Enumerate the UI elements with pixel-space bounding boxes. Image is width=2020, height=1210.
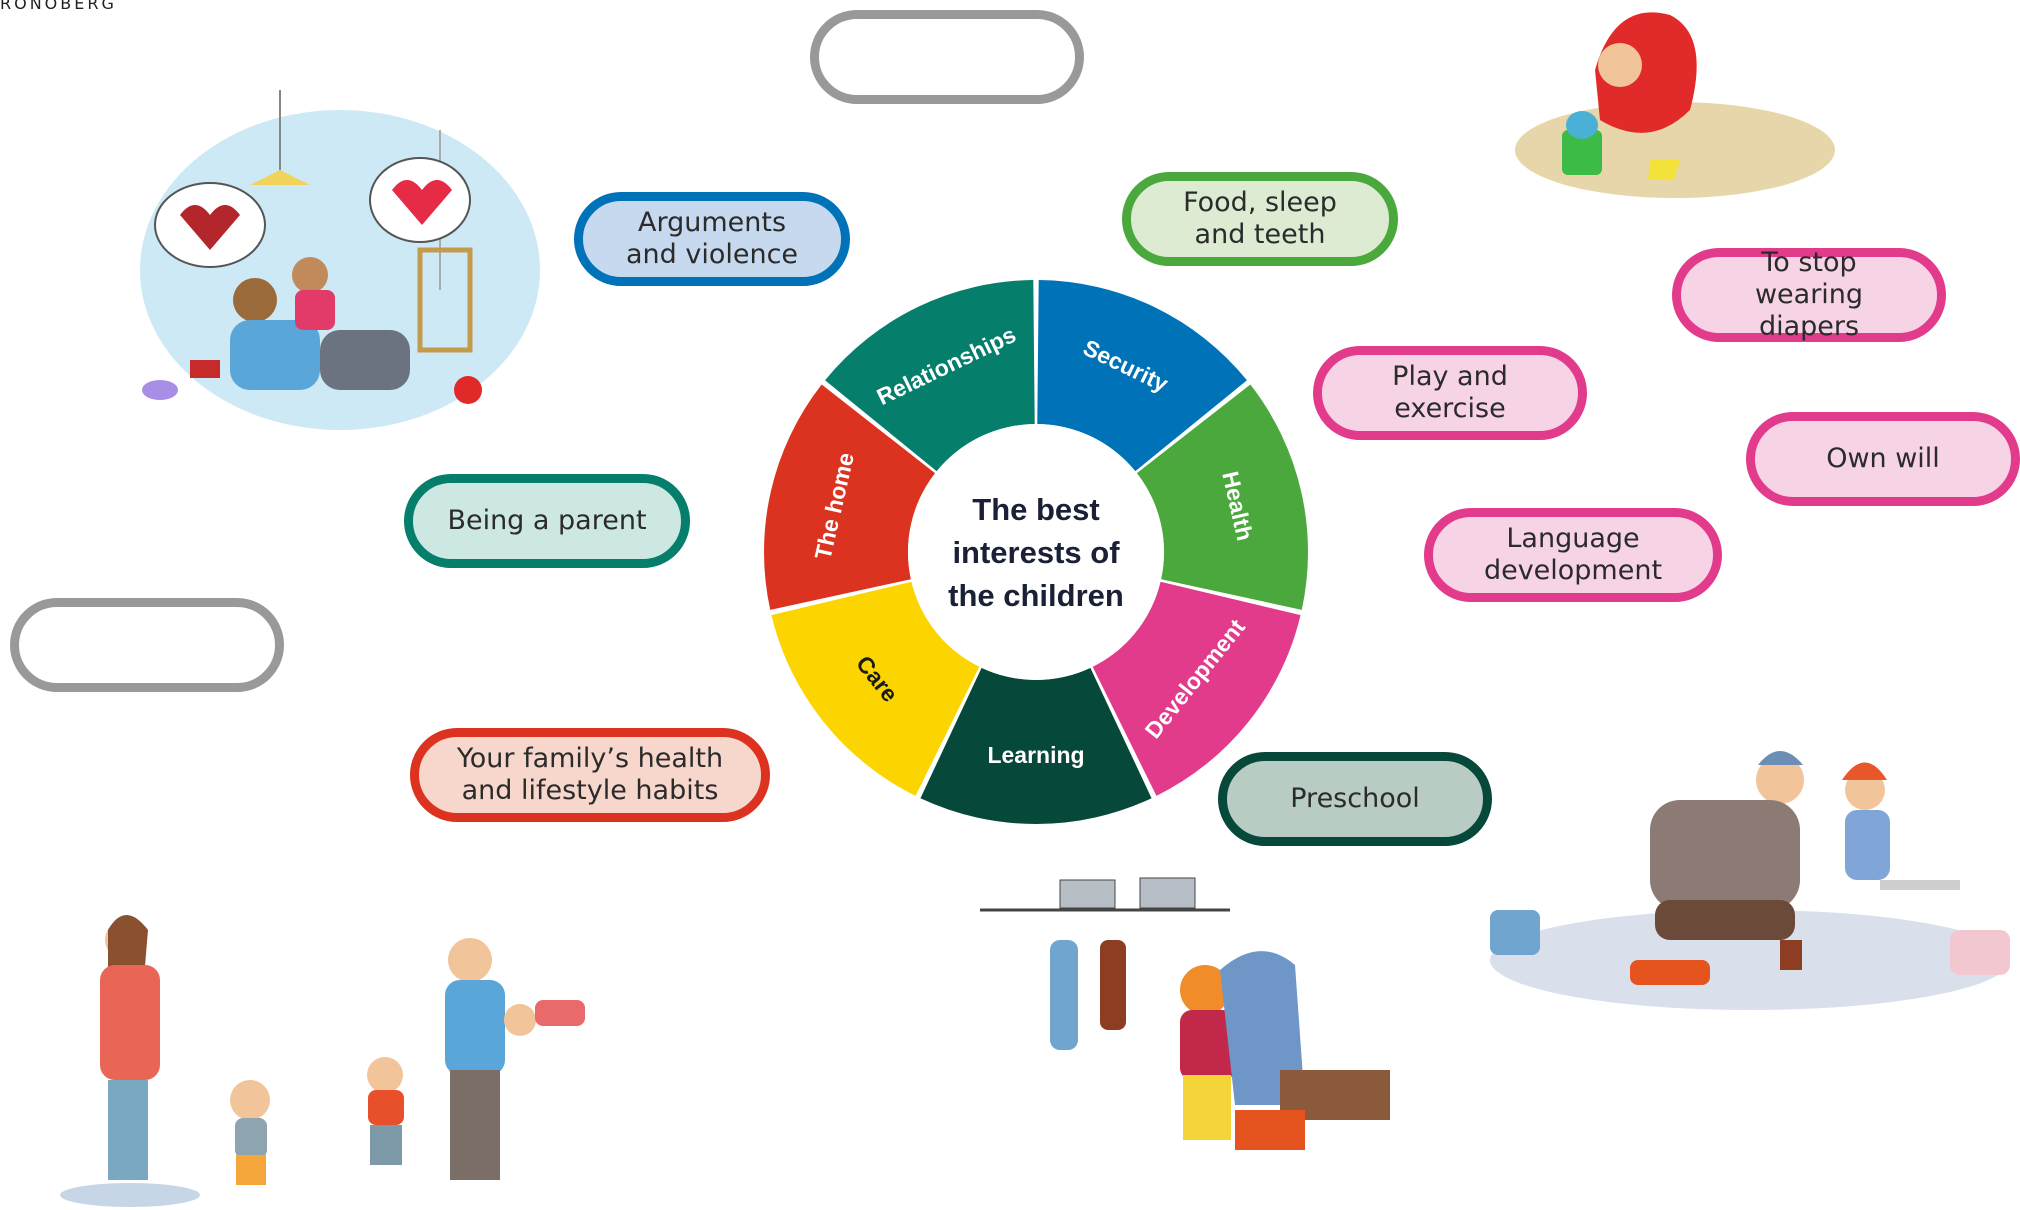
topic-food-sleep-teeth[interactable]: Food, sleep and teeth <box>1122 172 1398 266</box>
center-title-line1: The best <box>972 492 1099 527</box>
topic-language-development[interactable]: Language development <box>1424 508 1722 602</box>
wheel-segment-learning[interactable] <box>920 667 1152 825</box>
wheel-label-learning: Learning <box>987 742 1084 768</box>
topic-being-a-parent[interactable]: Being a parent <box>404 474 690 568</box>
wheel-segment-the-home[interactable] <box>763 384 936 610</box>
wheel-center-circle <box>908 424 1164 680</box>
wheel-segment-development[interactable] <box>1092 581 1301 796</box>
topic-play-and-exercise[interactable]: Play and exercise <box>1313 346 1587 440</box>
topic-preschool[interactable]: Preschool <box>1218 752 1492 846</box>
topic-arguments-and-violence[interactable]: Arguments and violence <box>574 192 850 286</box>
wheel-segments: SecurityHealthDevelopmentLearningCareThe… <box>763 280 1308 825</box>
preschool-hallway-illustration <box>980 877 1390 1150</box>
topic-to-stop-wearing-diapers[interactable]: To stop wearing diapers <box>1672 247 1946 342</box>
center-title-line2: interests of <box>952 535 1120 570</box>
wheel-segment-relationships[interactable] <box>825 280 1035 472</box>
topic-family-health-lifestyle[interactable]: Your family’s health and lifestyle habit… <box>410 728 770 822</box>
wheel-segment-security[interactable] <box>1037 280 1247 472</box>
topic-own-will[interactable]: Own will <box>1746 412 2020 506</box>
center-title-line3: the children <box>948 578 1124 613</box>
wheel-segment-care[interactable] <box>771 581 980 796</box>
empty-pill-top <box>810 10 1084 104</box>
brand-text: RONOBERG <box>0 0 117 13</box>
parent-with-children-illustration <box>60 915 585 1207</box>
child-in-sandbox-illustration <box>1515 12 1835 198</box>
family-playing-illustration <box>140 90 540 430</box>
dressing-child-illustration <box>1490 751 2010 1010</box>
wheel-segment-health[interactable] <box>1136 384 1308 610</box>
empty-pill-left <box>10 598 284 692</box>
